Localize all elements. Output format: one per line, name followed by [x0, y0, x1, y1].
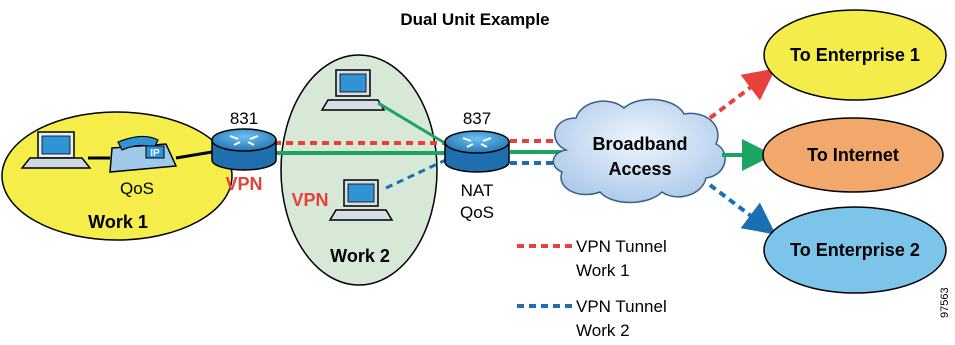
enterprise2-node: [763, 206, 947, 294]
work2-vpn-label: VPN: [291, 190, 328, 210]
arrow-to-enterprise1: [708, 68, 776, 120]
pc-link: [377, 101, 449, 147]
internet-node: [762, 117, 944, 193]
broadband-cloud: [552, 98, 726, 204]
lan-link: [175, 150, 213, 160]
figure-id: 97563: [939, 287, 951, 318]
legend-tunnel2-line1: VPN Tunnel: [576, 297, 667, 316]
work1-label: Work 1: [88, 212, 148, 232]
laptop-icon: [20, 131, 92, 169]
legend-tunnel1-line2: Work 1: [576, 261, 630, 280]
enterprise1-label: To Enterprise 1: [790, 45, 920, 65]
pc-icon: [328, 179, 394, 221]
cloud-label-line1: Broadband: [592, 134, 687, 154]
internet-label: To Internet: [807, 145, 899, 165]
legend-tunnel2-line2: Work 2: [576, 321, 630, 340]
qos-label: QoS: [120, 179, 154, 198]
work2-zone: [280, 54, 438, 286]
ip-phone-label: IP: [150, 148, 160, 159]
legend: VPN Tunnel Work 1 VPN Tunnel Work 2: [517, 237, 667, 340]
diagram-title: Dual Unit Example: [400, 10, 549, 29]
router-831-icon: [211, 128, 277, 171]
router-831-label: 831: [230, 109, 258, 128]
ip-phone-icon: IP: [109, 135, 178, 173]
router-837-qos-label: QoS: [460, 203, 494, 222]
enterprise2-label: To Enterprise 2: [790, 240, 920, 260]
work2-label: Work 2: [330, 246, 390, 266]
cloud-label-line2: Access: [608, 159, 671, 179]
router-831-vpn-label: VPN: [225, 174, 262, 194]
legend-tunnel1-line1: VPN Tunnel: [576, 237, 667, 256]
enterprise1-node: [763, 9, 947, 101]
pc-icon: [320, 69, 386, 111]
arrow-to-enterprise2: [708, 183, 776, 235]
router-837-nat-label: NAT: [461, 181, 494, 200]
router-837-icon: [444, 130, 510, 173]
router-837-label: 837: [463, 109, 491, 128]
